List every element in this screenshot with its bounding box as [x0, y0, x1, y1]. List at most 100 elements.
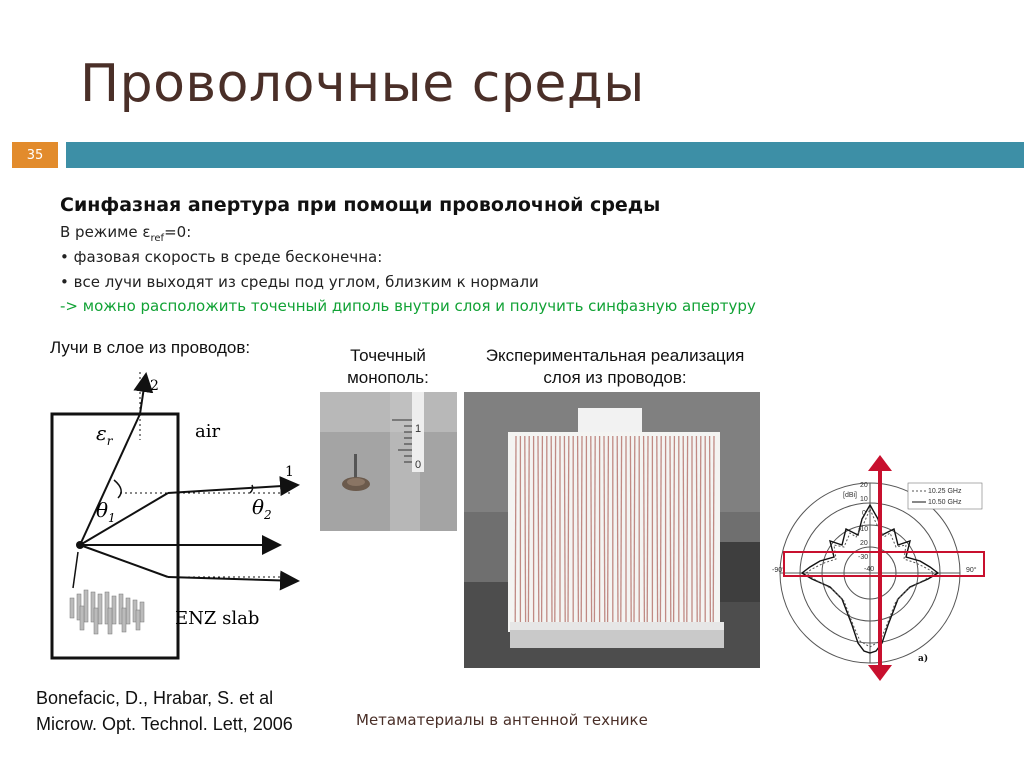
reference-line1: Bonefacic, D., Hrabar, S. et al: [36, 688, 274, 708]
angle-left: -90°: [772, 566, 785, 574]
wire-line: [567, 435, 570, 625]
svg-text:10: 10: [860, 496, 868, 503]
wire-line: [554, 435, 557, 625]
wire-line: [590, 435, 593, 625]
course-title: Метаматериалы в антенной технике: [356, 711, 648, 729]
wire-line: [629, 435, 632, 625]
wire-line: [620, 435, 623, 625]
conclusion-line: -> можно расположить точечный диполь вну…: [60, 297, 756, 315]
wire-line: [603, 435, 606, 625]
ray-3: [167, 570, 300, 591]
wire-slab-photo: [464, 392, 760, 668]
reference: Bonefacic, D., Hrabar, S. et al Microw. …: [36, 685, 293, 737]
svg-text:-10: -10: [858, 526, 868, 533]
wire-array: [514, 435, 715, 625]
wire-line: [593, 435, 596, 625]
accent-bar: [66, 142, 1024, 168]
ray-1: [167, 476, 300, 497]
svg-text:20: 20: [860, 540, 868, 547]
legend-1025: 10.25 GHz: [928, 488, 962, 495]
wire-line: [699, 435, 702, 625]
theta2-arc: [249, 484, 254, 494]
wire-line: [616, 435, 619, 625]
pattern-1050: [800, 503, 940, 654]
ruler: [412, 392, 424, 472]
dipole-lead: [72, 551, 79, 589]
theta1-label: θ1: [96, 498, 116, 525]
wire-line: [524, 435, 527, 625]
monopole-caption: Точечный монополь:: [330, 345, 446, 389]
bullet-rays-normal: • все лучи выходят из среды под углом, б…: [60, 273, 539, 291]
polar-grid: [779, 482, 961, 664]
legend-1050: 10.50 GHz: [928, 499, 962, 506]
experimental-caption: Экспериментальная реализация слоя из про…: [455, 345, 775, 389]
ruler-ticks: [392, 419, 412, 463]
monopole-photo: 1 0: [320, 392, 457, 531]
wire-line: [580, 435, 583, 625]
ray-diagram: εr air 1 2 θ1 θ2 ENZ slab: [50, 372, 300, 660]
air-label: air: [195, 421, 220, 442]
section-subtitle: Синфазная апертура при помощи проволочно…: [60, 194, 661, 216]
ray-2: [133, 372, 154, 415]
wire-line: [642, 435, 646, 625]
wire-slab: [508, 432, 720, 632]
svg-text:-40: -40: [864, 566, 874, 573]
mode-line: В режиме εref=0:: [60, 223, 191, 244]
wire-line: [682, 435, 685, 625]
polar-unit: [dBi]: [843, 492, 857, 499]
slide-number: 35: [12, 142, 58, 168]
wire-line: [537, 435, 540, 625]
wire-line: [606, 435, 610, 625]
rays-caption: Лучи в слое из проводов:: [50, 338, 251, 357]
wire-line: [712, 435, 715, 625]
bullet-phase-velocity: • фазовая скорость в среде бесконечна:: [60, 248, 383, 266]
pattern-1025: [805, 507, 935, 648]
reference-line2: Microw. Opt. Technol. Lett, 2006: [36, 714, 293, 734]
experimental-caption-line1: Экспериментальная реализация: [485, 346, 745, 365]
angle-right: 90°: [966, 566, 977, 574]
wire-line: [695, 435, 698, 625]
wire-line: [672, 435, 676, 625]
wire-line: [686, 435, 689, 625]
slide-title: Проволочные среды: [80, 54, 645, 114]
mode-subscript: ref: [150, 233, 165, 244]
wire-line: [656, 435, 659, 625]
theta2-label: θ2: [252, 495, 272, 522]
svg-text:-30: -30: [858, 554, 868, 561]
ruler-tick-0: 0: [415, 459, 421, 471]
polar-tick-labels: 20 10 0 -10 20 -30 -40: [858, 482, 874, 573]
wire-line: [669, 435, 672, 625]
monopole-caption-line2: монополь:: [347, 368, 429, 387]
ray1-label: 1: [285, 464, 294, 480]
wire-line: [563, 435, 566, 625]
ray-inner-1: [79, 492, 169, 546]
polar-legend: 10.25 GHz 10.50 GHz: [907, 482, 983, 510]
theta1-arc: [113, 479, 122, 499]
svg-text:0: 0: [862, 510, 866, 517]
wire-line: [633, 435, 636, 625]
dipole-source: [76, 541, 84, 549]
enz-slab-label: ENZ slab: [175, 608, 259, 629]
ray2-label: 2: [150, 378, 159, 394]
ray-inner-2: [79, 413, 141, 546]
wire-line: [576, 435, 580, 625]
ray-inner-3: [79, 544, 169, 578]
wire-line: [540, 435, 544, 625]
wire-line: [527, 435, 530, 625]
red-double-arrow: [868, 455, 892, 681]
eps-r-label: εr: [96, 421, 114, 448]
wire-line: [514, 435, 517, 625]
experimental-caption-line2: слоя из проводов:: [543, 368, 687, 387]
wire-line: [550, 435, 553, 625]
wire-line: [708, 435, 712, 625]
panel-label: a): [918, 653, 928, 664]
ruler-tick-1: 1: [415, 423, 421, 435]
wire-line: [646, 435, 649, 625]
monopole-wire: [354, 454, 357, 480]
wire-line: [659, 435, 662, 625]
monopole-caption-line1: Точечный: [350, 346, 426, 365]
enz-wire-cluster: [69, 589, 145, 635]
mode-suffix: =0:: [164, 223, 192, 241]
svg-text:20: 20: [860, 482, 868, 489]
highlight-box: [783, 551, 985, 577]
